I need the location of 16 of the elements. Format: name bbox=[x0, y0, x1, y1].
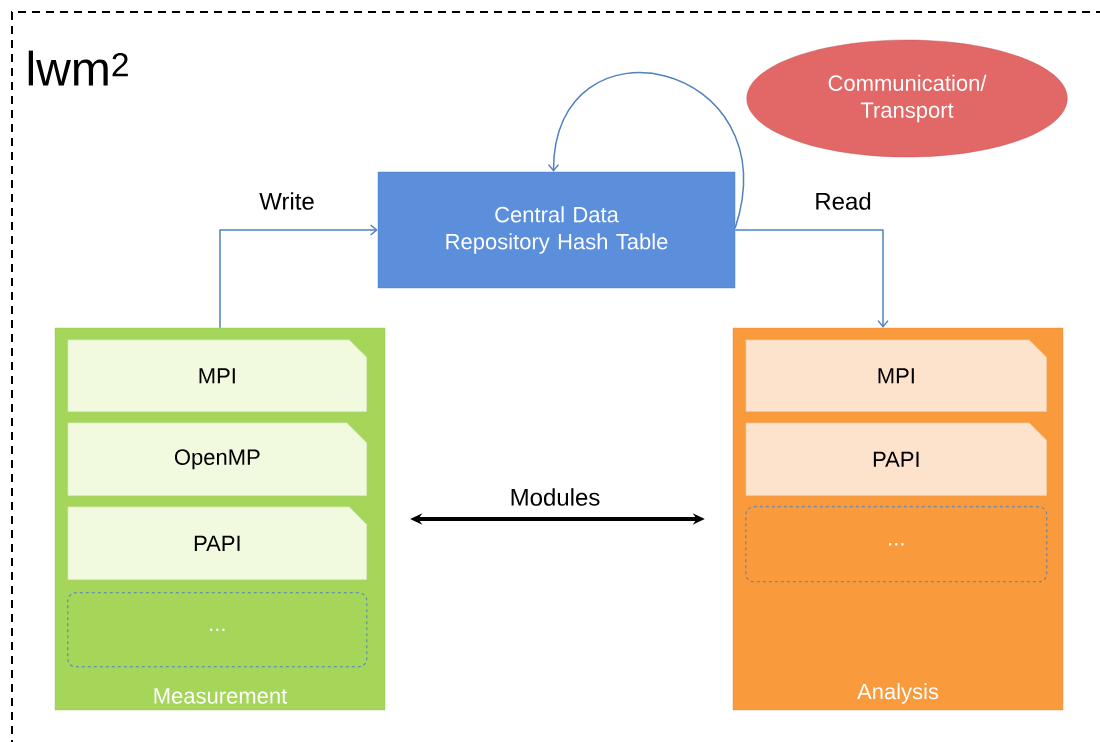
placeholder-box: ... bbox=[745, 506, 1048, 583]
arrow bbox=[734, 229, 889, 328]
arrow bbox=[219, 224, 378, 329]
module-box: OpenMP bbox=[67, 422, 367, 496]
process-box: Central Data Repository Hash Table bbox=[377, 171, 736, 289]
edge-label: Modules bbox=[507, 486, 603, 508]
module-box: PAPI bbox=[67, 506, 367, 580]
ellipse-node: Communication/ Transport bbox=[746, 39, 1068, 158]
placeholder-box: ... bbox=[67, 592, 368, 668]
module-box: MPI bbox=[745, 339, 1047, 412]
edge-label: Write bbox=[257, 190, 317, 212]
title: lwm$^{2}$ bbox=[28, 50, 128, 86]
edge-label: Read bbox=[812, 190, 874, 212]
module-box: PAPI bbox=[745, 422, 1047, 496]
module-box: MPI bbox=[67, 339, 367, 412]
arrow bbox=[547, 71, 744, 229]
